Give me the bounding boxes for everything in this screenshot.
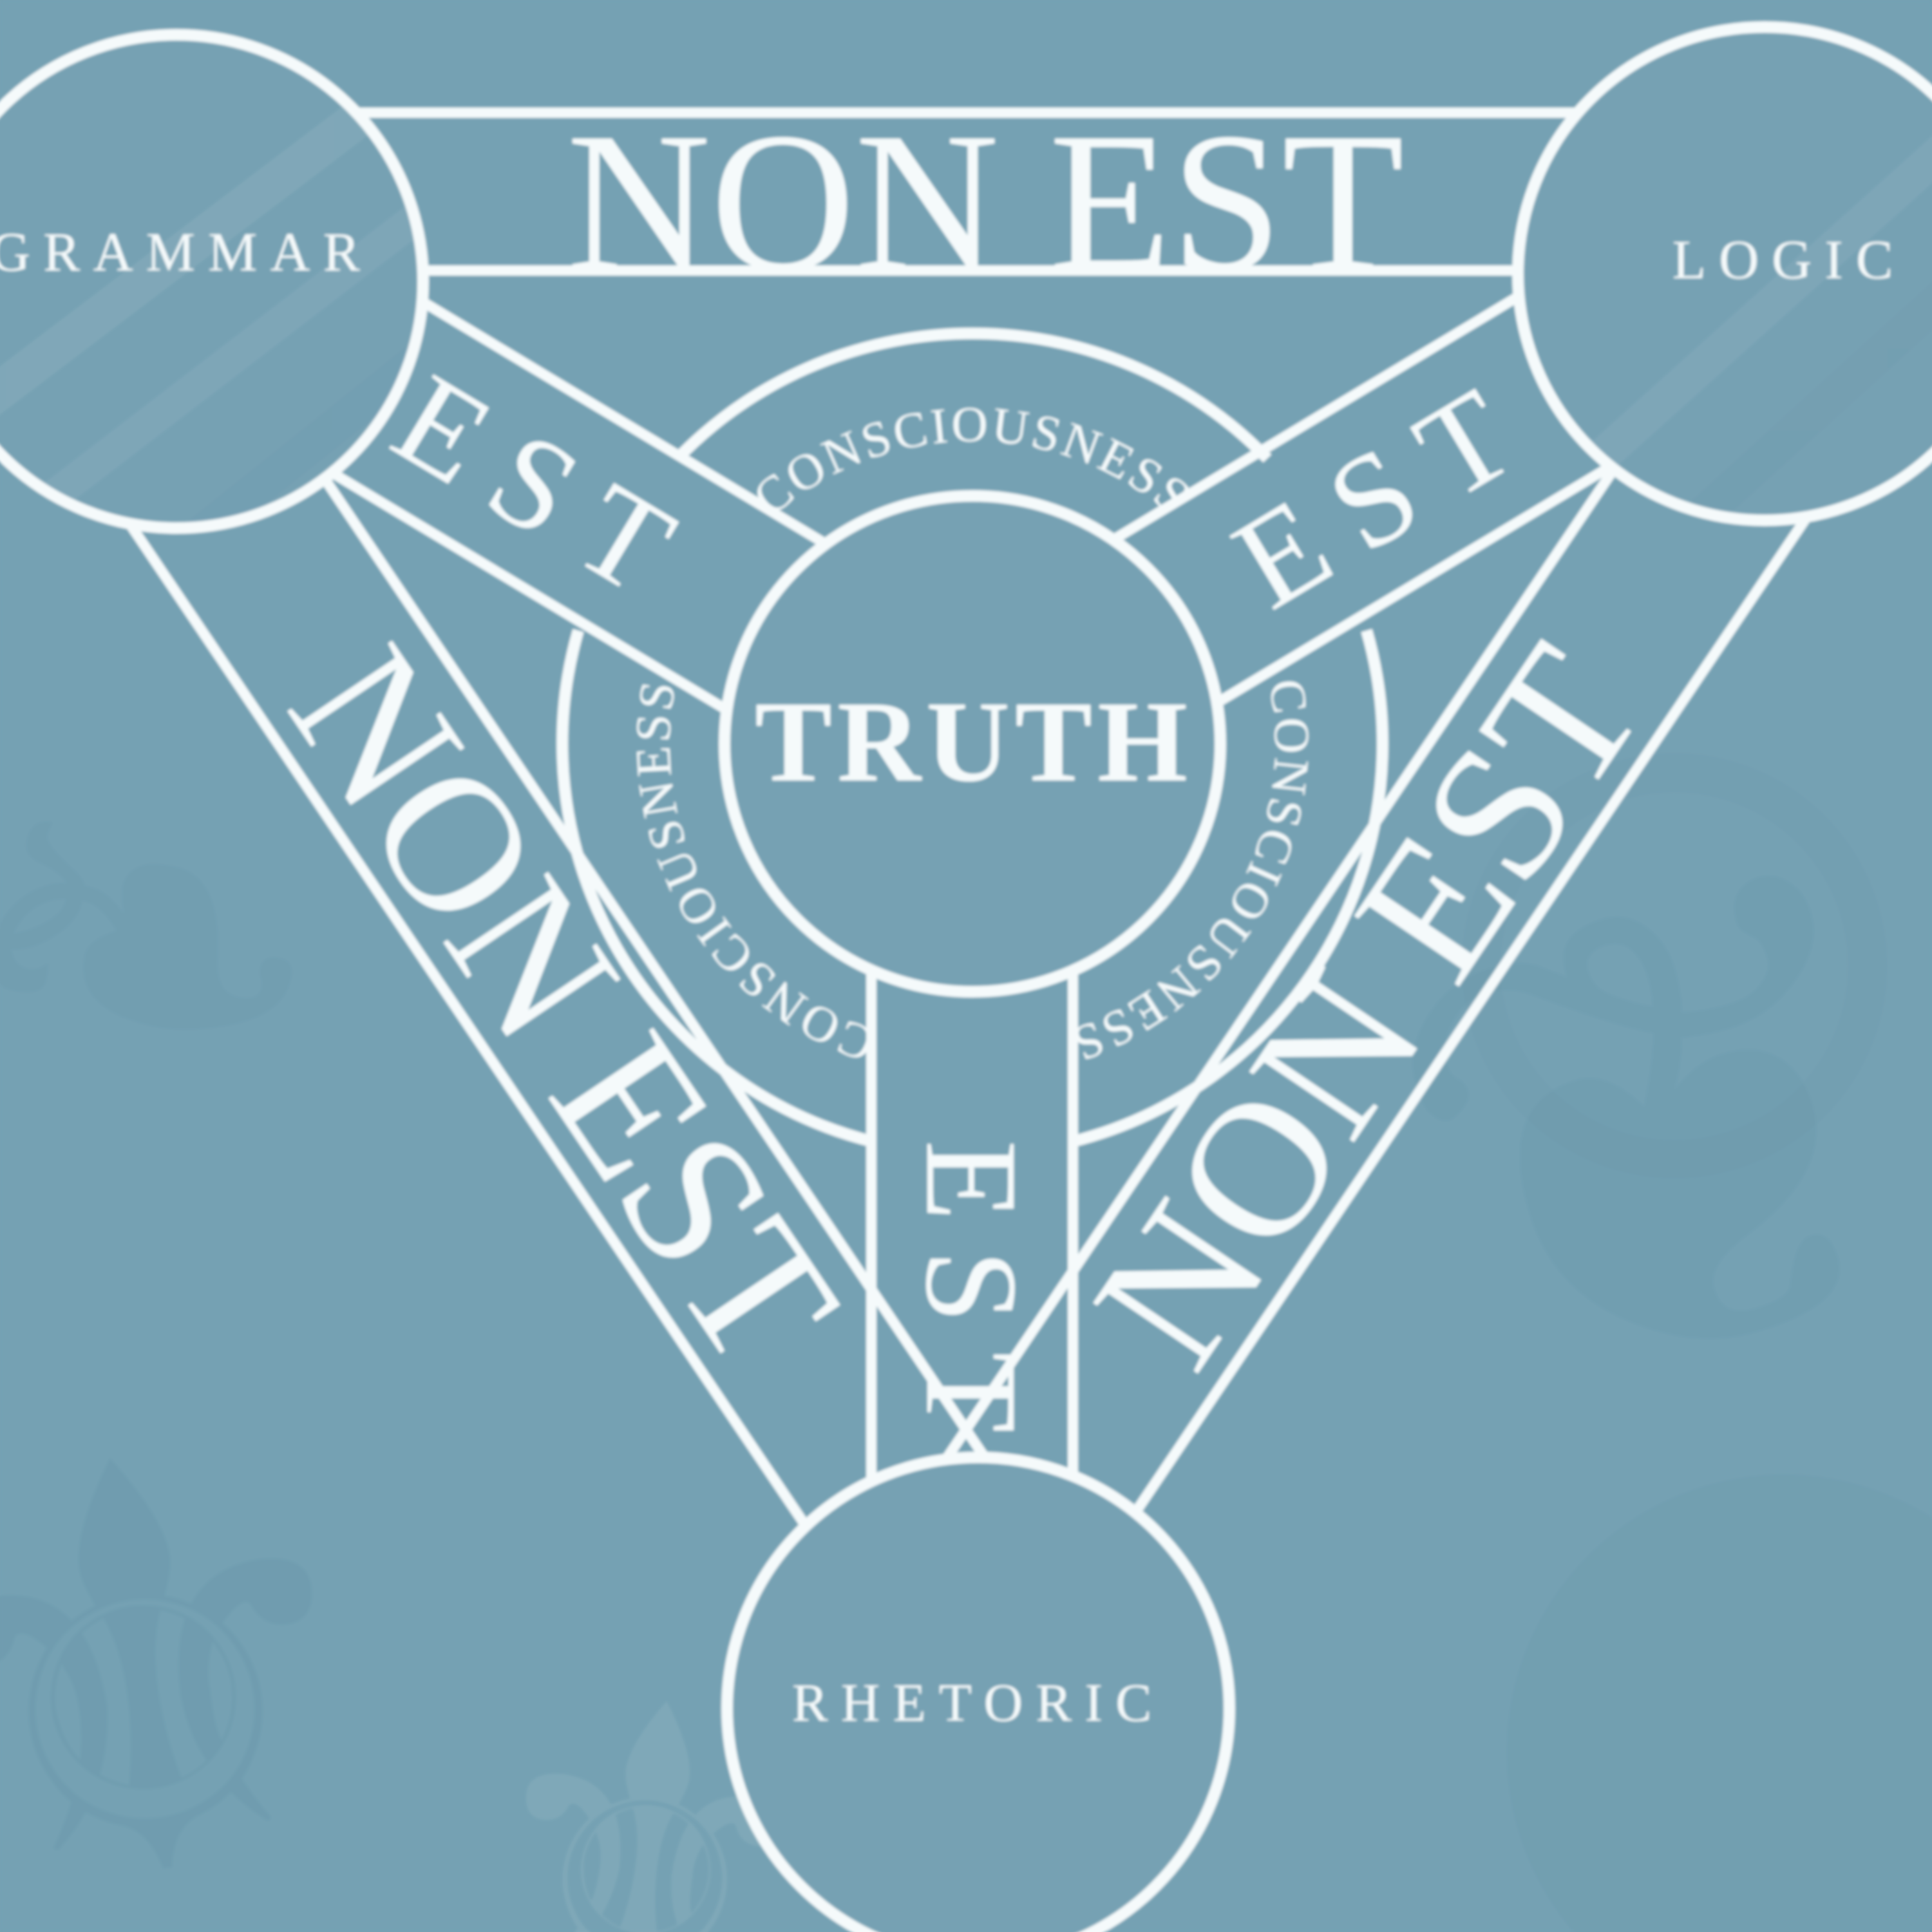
node-label-grammar: GRAMMAR	[0, 221, 373, 283]
truth-circle	[719, 490, 1226, 998]
est-label-bottom: EST	[898, 1140, 1045, 1461]
node-label-rhetoric: RHETORIC	[792, 1673, 1164, 1733]
node-label-logic: LOGIC	[1672, 229, 1906, 290]
band-edge-line	[851, 308, 1725, 1596]
band-edge-line	[207, 308, 1081, 1596]
band-grammar-logic: NON EST	[270, 92, 1662, 313]
band-rhetoric-truth: EST	[866, 960, 1078, 1507]
consciousness-ring-arc	[673, 327, 1272, 463]
band-edge-line	[53, 413, 926, 1701]
consciousness-ring-arc	[556, 629, 875, 1148]
watermark-blot	[1507, 1475, 1932, 1932]
consciousness-ring-arc	[1070, 629, 1388, 1148]
logic-circle-texture	[1553, 77, 1932, 515]
node-circle-rhetoric	[721, 1452, 1235, 1932]
truth-label: TRUTH	[755, 677, 1193, 806]
non-est-label-top: NON EST	[567, 92, 1404, 313]
watermark-swirl-ring	[1462, 753, 1887, 1179]
band-edge-line	[1006, 413, 1879, 1701]
